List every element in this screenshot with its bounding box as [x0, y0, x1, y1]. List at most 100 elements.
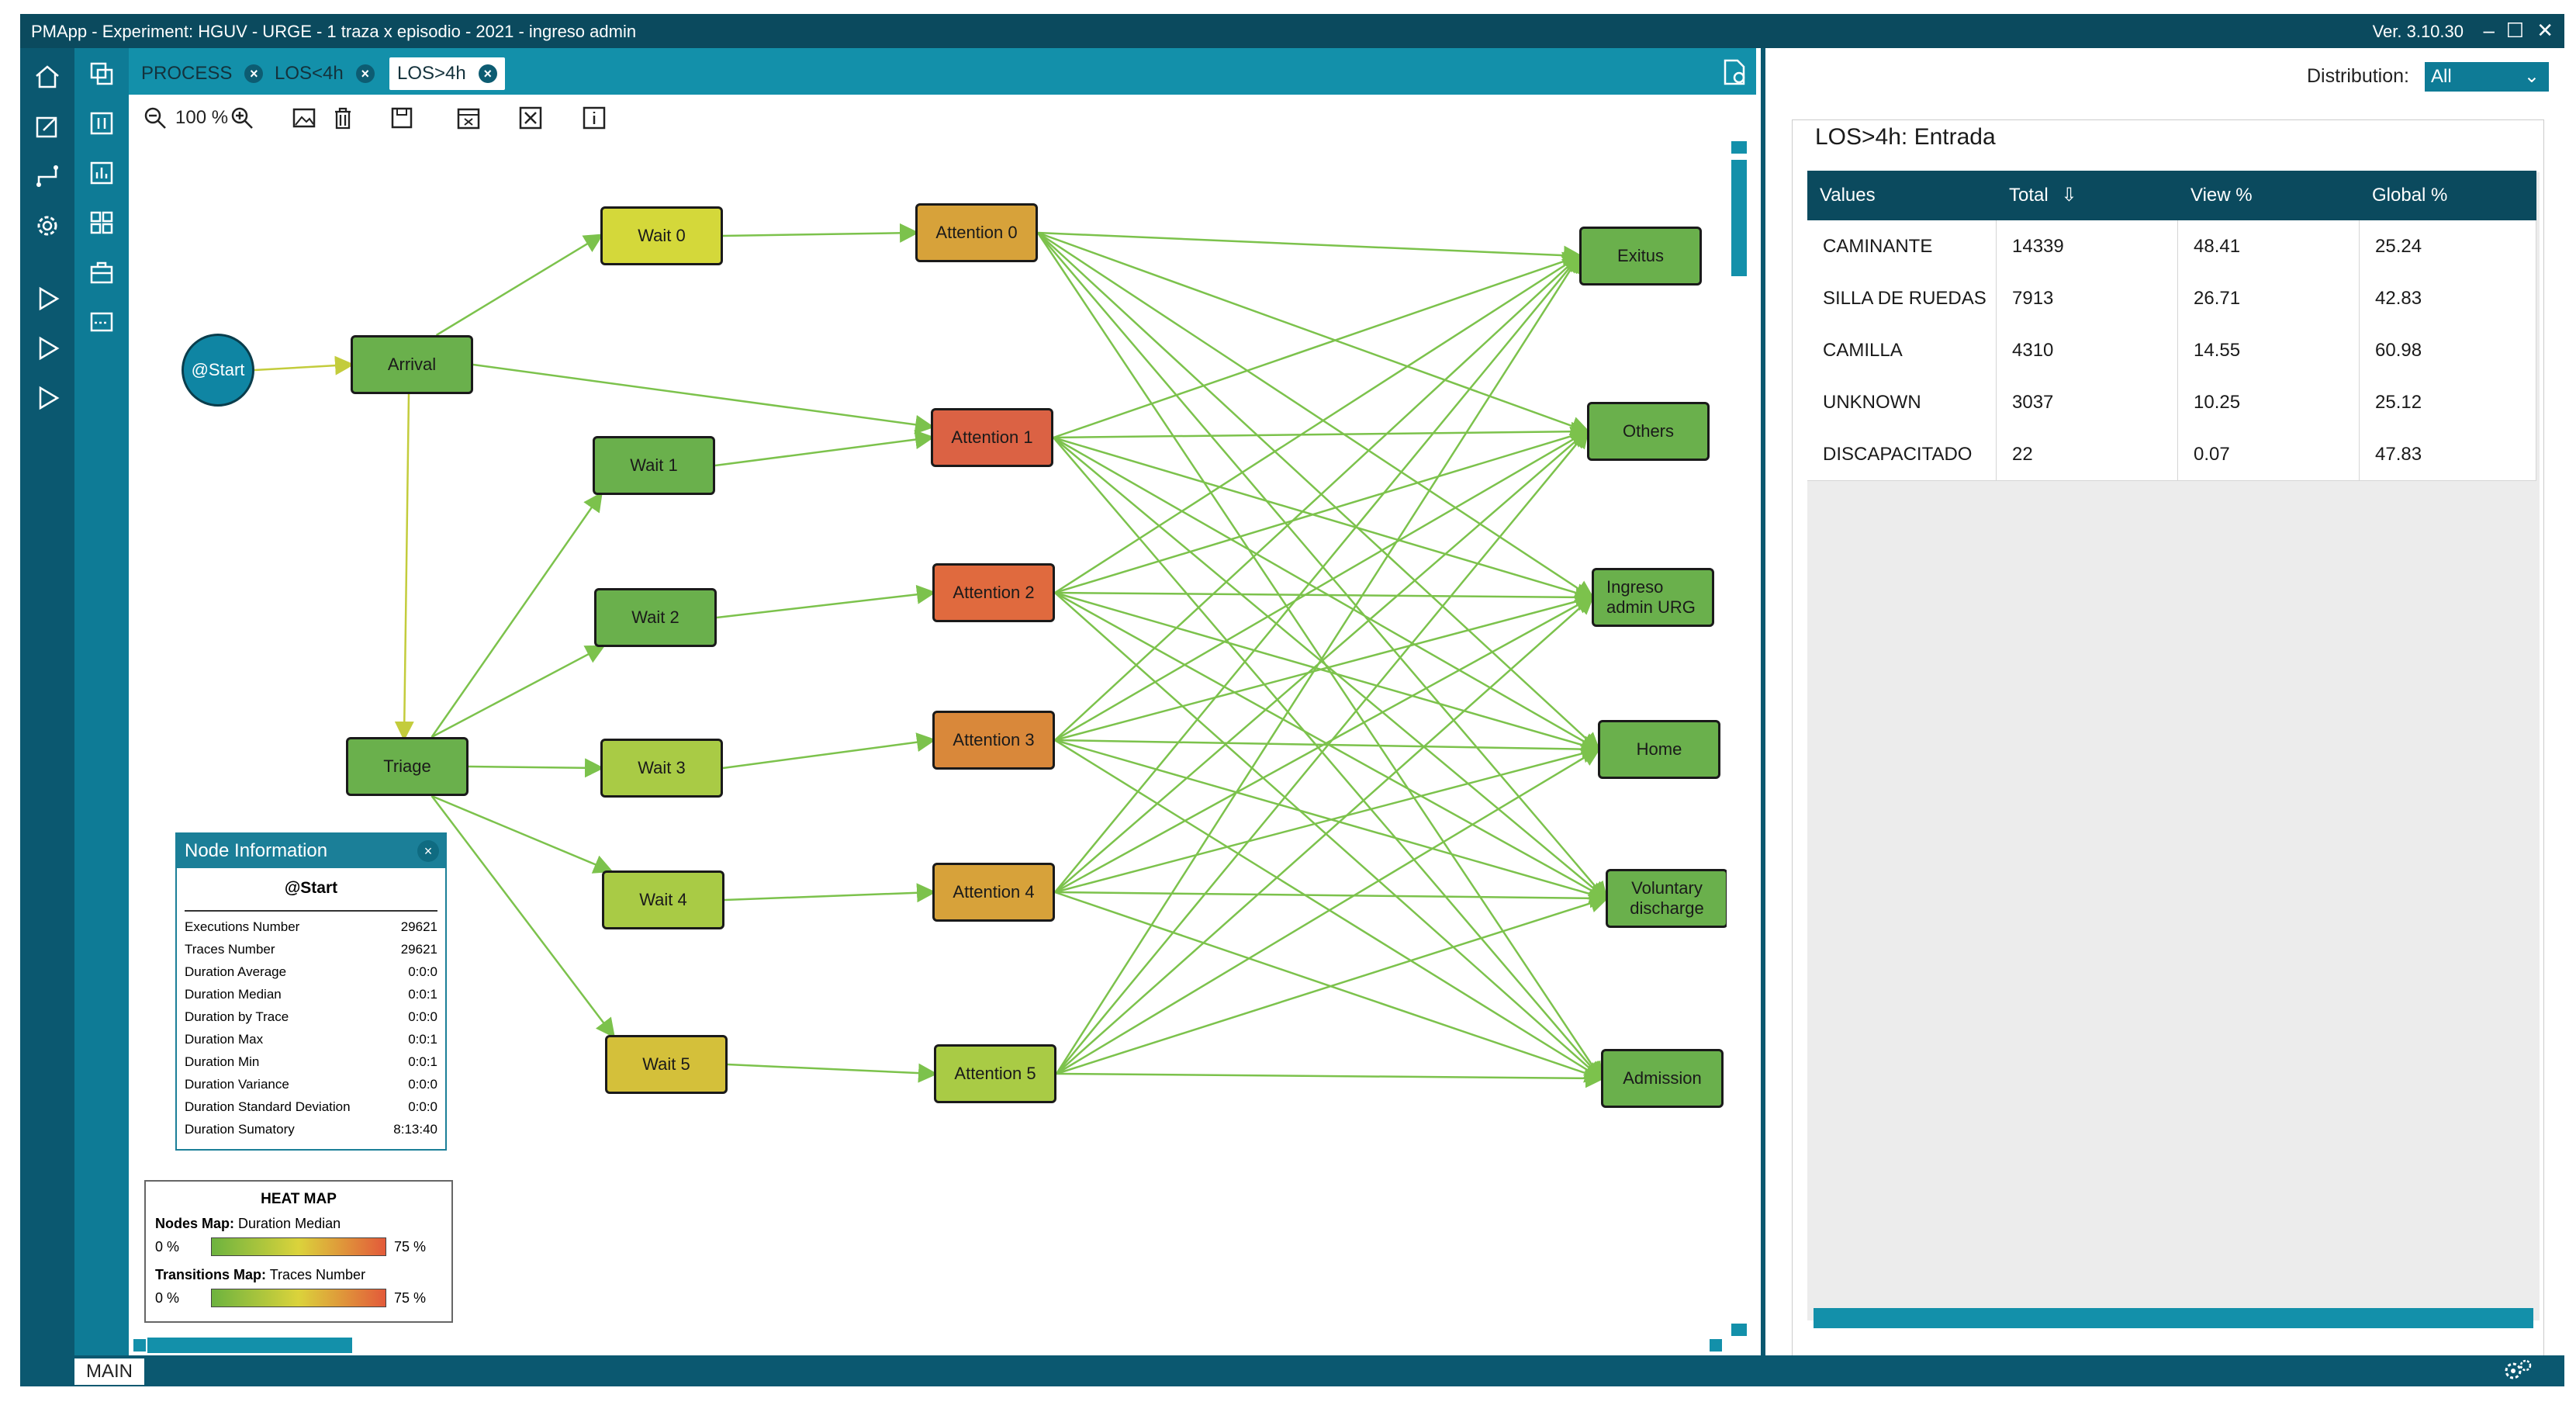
- layers-icon[interactable]: [87, 59, 116, 88]
- graph-node-home[interactable]: Home: [1598, 720, 1720, 779]
- column-header-values[interactable]: Values: [1820, 185, 1876, 206]
- close-tab-icon[interactable]: ×: [478, 64, 497, 83]
- settings-gear-icon[interactable]: [2502, 1358, 2533, 1383]
- excel-icon[interactable]: [518, 106, 543, 130]
- graph-node-admission[interactable]: Admission: [1601, 1049, 1724, 1108]
- close-button[interactable]: ✕: [2536, 19, 2554, 42]
- info-icon[interactable]: [582, 106, 607, 130]
- node-info-label: Duration by Trace: [185, 1009, 289, 1024]
- node-information-node: @Start: [284, 879, 338, 897]
- scroll-down-arrow[interactable]: [1731, 1324, 1747, 1336]
- nodes-map-label: Nodes Map:: [155, 1216, 235, 1231]
- column-header-total[interactable]: Total ⇩: [1997, 171, 2178, 220]
- scroll-up-arrow[interactable]: [1731, 141, 1747, 154]
- vertical-scrollbar[interactable]: [1727, 141, 1750, 1336]
- tab-label: LOS>4h: [397, 63, 466, 84]
- horizontal-scroll-thumb[interactable]: [147, 1338, 352, 1353]
- sort-desc-icon: ⇩: [2061, 185, 2077, 206]
- close-panel-icon[interactable]: ×: [417, 840, 439, 862]
- briefcase-icon[interactable]: [87, 258, 116, 287]
- graph-edge: [431, 794, 614, 874]
- graph-node-wait0[interactable]: Wait 0: [600, 206, 723, 265]
- graph-node-triage[interactable]: Triage: [346, 737, 469, 796]
- graph-node-others[interactable]: Others: [1587, 402, 1710, 461]
- tab-main[interactable]: MAIN: [74, 1358, 144, 1385]
- table-cell: 14339: [1997, 220, 2178, 272]
- bar-chart-icon[interactable]: [87, 158, 116, 188]
- nodes-map-max: 75 %: [394, 1239, 427, 1255]
- node-information-panel: Node Information × @Start Executions Num…: [175, 832, 447, 1151]
- graph-node-voluntary-discharge[interactable]: Voluntary discharge: [1606, 869, 1728, 928]
- close-tab-icon[interactable]: ×: [244, 64, 264, 83]
- tab-label: LOS<4h: [275, 63, 344, 84]
- play-icon-3[interactable]: [33, 383, 62, 413]
- zoom-in-icon[interactable]: [230, 106, 254, 130]
- image-export-icon[interactable]: [292, 106, 316, 130]
- graph-edge: [1037, 232, 1609, 902]
- graph-edge: [1037, 232, 1601, 753]
- graph-node-wait1[interactable]: Wait 1: [593, 436, 715, 495]
- graph-node-attention3[interactable]: Attention 3: [932, 711, 1055, 770]
- maximize-button[interactable]: ☐: [2505, 19, 2524, 42]
- vertical-scroll-thumb[interactable]: [1731, 160, 1747, 276]
- graph-node-exitus[interactable]: Exitus: [1579, 227, 1702, 286]
- graph-node-wait2[interactable]: Wait 2: [594, 588, 717, 647]
- graph-node-wait3[interactable]: Wait 3: [600, 739, 723, 798]
- graph-node-wait4[interactable]: Wait 4: [602, 870, 724, 929]
- table-cell: DISCAPACITADO: [1807, 428, 1997, 480]
- tab-los-under-4h[interactable]: LOS<4h ×: [267, 57, 382, 90]
- graph-edge: [1053, 436, 1596, 603]
- grid-icon[interactable]: [87, 208, 116, 237]
- export-doc-icon[interactable]: [1722, 59, 1747, 85]
- column-header-view-pct[interactable]: View %: [2190, 185, 2253, 206]
- dialog-icon[interactable]: [87, 307, 116, 337]
- columns-icon[interactable]: [87, 109, 116, 138]
- trash-icon[interactable]: [330, 106, 355, 130]
- graph-toolbar: 100 %: [129, 95, 1756, 141]
- table-horizontal-scrollbar[interactable]: [1814, 1308, 2533, 1328]
- close-tab-icon[interactable]: ×: [355, 64, 375, 83]
- calendar-icon[interactable]: [456, 106, 481, 130]
- graph-edge: [1037, 231, 1591, 435]
- graph-edge: [1053, 251, 1583, 439]
- edit-icon[interactable]: [33, 112, 62, 141]
- gear-icon[interactable]: [33, 211, 62, 241]
- zoom-out-icon[interactable]: [143, 106, 168, 130]
- graph-node-wait5[interactable]: Wait 5: [605, 1035, 728, 1094]
- tab-los-over-4h[interactable]: LOS>4h ×: [389, 57, 505, 90]
- minimize-button[interactable]: –: [2483, 19, 2495, 42]
- graph-node-start[interactable]: @Start: [182, 334, 254, 407]
- play-icon-1[interactable]: [33, 284, 62, 313]
- graph-node-attention0[interactable]: Attention 0: [915, 203, 1038, 262]
- tab-process[interactable]: PROCESS×: [133, 57, 271, 90]
- graph-node-attention1[interactable]: Attention 1: [931, 408, 1053, 467]
- horizontal-scrollbar[interactable]: [129, 1336, 1727, 1355]
- graph-node-arrival[interactable]: Arrival: [351, 335, 473, 394]
- graph-node-attention5[interactable]: Attention 5: [934, 1044, 1056, 1103]
- graph-node-ingreso-admin-urg[interactable]: Ingreso admin URG: [1592, 568, 1714, 627]
- status-bar: MAIN: [20, 1355, 2564, 1386]
- scroll-left-arrow[interactable]: [133, 1339, 146, 1352]
- save-icon[interactable]: [389, 106, 414, 130]
- graph-edge: [1037, 231, 1583, 265]
- process-graph-canvas[interactable]: @Start Arrival Triage Wait 0 Wait 1 Wait…: [129, 141, 1728, 1336]
- graph-node-attention4[interactable]: Attention 4: [932, 863, 1055, 922]
- play-icon-2[interactable]: [33, 334, 62, 363]
- graph-edges: [254, 223, 1610, 1088]
- scroll-right-arrow[interactable]: [1710, 1339, 1722, 1352]
- graph-edge: [714, 430, 935, 467]
- column-header-global-pct[interactable]: Global %: [2372, 185, 2448, 206]
- graph-node-attention2[interactable]: Attention 2: [932, 563, 1055, 622]
- flow-icon[interactable]: [33, 161, 62, 191]
- distribution-select[interactable]: All ⌄: [2425, 62, 2549, 92]
- home-icon[interactable]: [33, 62, 62, 92]
